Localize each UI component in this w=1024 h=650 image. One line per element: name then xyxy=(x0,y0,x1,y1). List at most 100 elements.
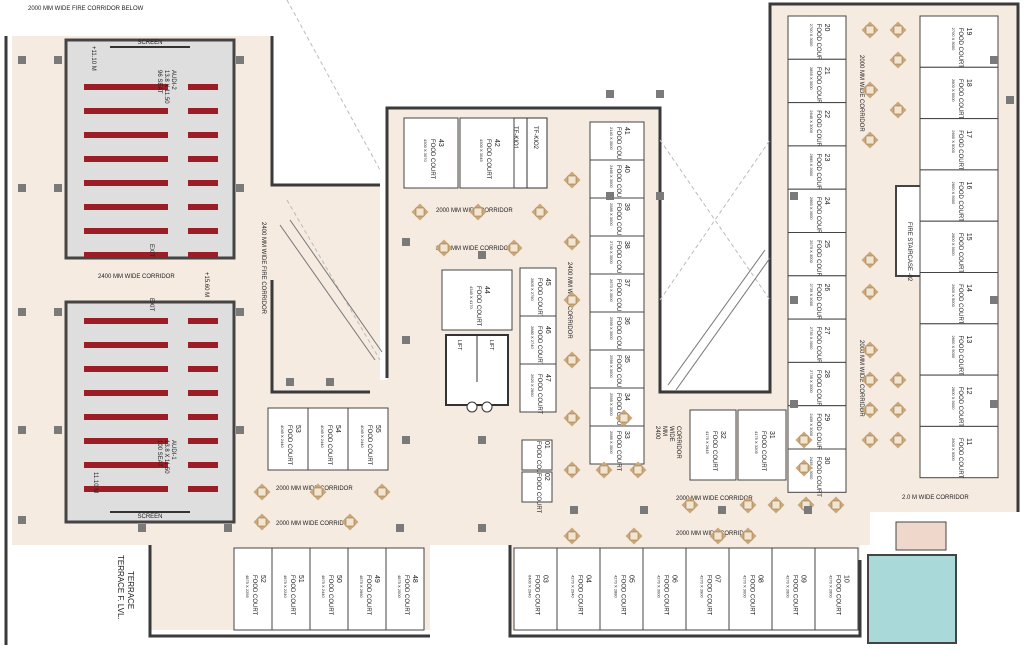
unit-dimensions: 2735 X 3000 xyxy=(809,327,814,350)
seat-row xyxy=(148,366,168,372)
unit-number: 16 xyxy=(965,182,972,190)
audi-2-level: +11.10 M xyxy=(90,46,96,71)
structural-columns xyxy=(18,56,1014,532)
column xyxy=(640,506,648,514)
unit-dimensions: 2740 X 3000 xyxy=(609,241,614,264)
corridor-2000-b: 2000 MM WIDE CORRIDOR xyxy=(436,246,513,252)
column xyxy=(718,506,726,514)
svg-text:13.8 X 11.50: 13.8 X 11.50 xyxy=(163,70,169,104)
unit-number: 26 xyxy=(823,283,830,291)
unit-dimensions: 2600 X 5000 xyxy=(951,233,956,256)
unit-dimensions: 2880 X 2740 xyxy=(530,326,535,349)
unit-number: 39 xyxy=(623,203,630,211)
seat-row xyxy=(84,318,154,324)
seat-row xyxy=(148,108,168,114)
unit-label: FOOD COURT xyxy=(535,473,541,514)
dining-table xyxy=(253,513,271,531)
unit-label: FOOD COURT xyxy=(815,370,821,411)
dining-table xyxy=(341,513,359,531)
seat-row xyxy=(84,132,154,138)
kiosk-2: TF-KIO2 xyxy=(532,126,538,150)
dining-tables xyxy=(253,21,907,545)
unit-dimensions: 2600 X 5000 xyxy=(951,182,956,205)
column xyxy=(236,308,244,316)
unit-label: FOOD COURT xyxy=(663,575,669,616)
unit-label: FOOD COURT xyxy=(365,575,371,616)
column xyxy=(656,192,664,200)
fire-corridor-2400: 2400 MM WIDE FIRE CORRIDOR xyxy=(260,222,266,315)
dining-table xyxy=(861,21,879,39)
unit-dimensions: 4875 X 2440 xyxy=(321,575,326,598)
unit-label: FOOD COURT xyxy=(615,279,621,320)
unit-number: 03 xyxy=(542,575,549,583)
dining-table xyxy=(563,527,581,545)
dining-table xyxy=(681,496,699,514)
unit-label: FOOD COURT xyxy=(615,203,621,244)
unit-dimensions: 4175 X 3205 xyxy=(754,431,759,454)
seat-row xyxy=(188,366,218,372)
fire-staircase-label: FIRE STAIRCASE -02 xyxy=(906,222,912,282)
unit-number: 13 xyxy=(965,335,972,343)
dining-table xyxy=(889,21,907,39)
unit-label: FOOD COURT xyxy=(815,240,821,281)
svg-text:AUDI-2: AUDI-2 xyxy=(170,70,176,90)
unit-dimensions: 2435 X 3000 xyxy=(809,413,814,436)
corridor-2000-g: 2000 MM WIDE CORRIDOR xyxy=(858,55,864,132)
unit-dimensions: 2465 X 3000 xyxy=(609,165,614,188)
unit-number: 50 xyxy=(335,575,342,583)
dining-table xyxy=(563,409,581,427)
unit-dimensions: 2600 X 5000 xyxy=(951,335,956,358)
column xyxy=(396,524,404,532)
unit-label: FOOD COURT xyxy=(815,457,821,498)
seat-row xyxy=(188,486,218,492)
unit-dimensions: 4270 X 3900 xyxy=(700,575,705,598)
svg-text:96 SEAT: 96 SEAT xyxy=(156,70,162,94)
column xyxy=(326,378,334,386)
seat-row xyxy=(84,156,154,162)
dining-table xyxy=(435,239,453,257)
unit-label: FOOD COURT xyxy=(615,355,621,396)
corridor-20m: 2.0 M WIDE CORRIDOR xyxy=(902,495,969,501)
seat-row xyxy=(148,342,168,348)
unit-label: FOOD COURT xyxy=(289,575,295,616)
seat-row xyxy=(188,342,218,348)
dining-table xyxy=(861,131,879,149)
seat-row xyxy=(84,486,154,492)
seat-row xyxy=(84,462,154,468)
seat-row xyxy=(84,438,154,444)
seat-row xyxy=(148,462,168,468)
unit-label: FOOD COURT xyxy=(957,387,963,428)
seat-row xyxy=(148,228,168,234)
escalators xyxy=(279,219,771,391)
unit-number: 43 xyxy=(437,139,444,147)
unit-dimensions: 4345 X 4170 xyxy=(469,286,474,309)
seat-row xyxy=(84,252,154,258)
dining-table xyxy=(531,203,549,221)
dining-table xyxy=(629,461,647,479)
column xyxy=(790,192,798,200)
unit-dimensions: 2670 X 3000 xyxy=(609,279,614,302)
audi-1-label: AUDI-1 13.8 X 11.50 100 SEAT xyxy=(156,440,176,474)
audi-1-level: 11.10 M xyxy=(92,472,98,493)
unit-number: 01 xyxy=(543,441,550,449)
unit-dimensions: 2600 X 5000 xyxy=(951,284,956,307)
unit-label: FOOD COURT xyxy=(706,575,712,616)
column xyxy=(236,56,244,64)
dining-table xyxy=(861,81,879,99)
unit-number: 09 xyxy=(800,575,807,583)
dining-table xyxy=(889,371,907,389)
seat-row xyxy=(84,366,154,372)
unit-dimensions: 4175 X 2645 xyxy=(705,431,710,454)
seat-row xyxy=(148,180,168,186)
